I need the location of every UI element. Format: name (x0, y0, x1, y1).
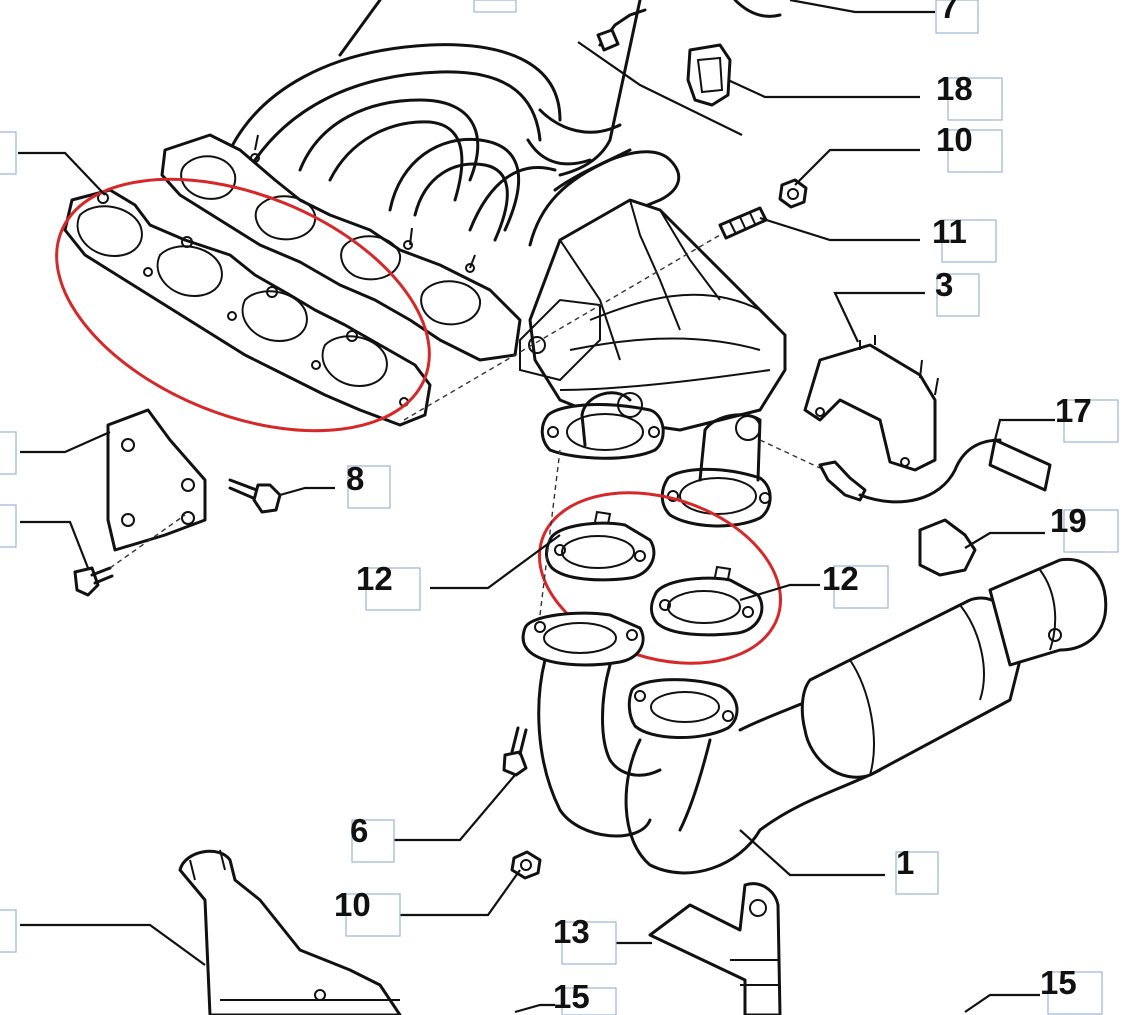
front-pipe-1 (521, 557, 1108, 875)
callout-11[interactable]: 11 (932, 213, 997, 263)
bracket-3 (803, 335, 939, 472)
catalytic-converter (519, 198, 787, 432)
callout-1-label: 1 (896, 844, 914, 881)
gasket-12-right (650, 565, 764, 637)
callout-6[interactable]: 6 (350, 812, 395, 863)
callout-17[interactable]: 17 (1055, 392, 1119, 443)
callout-10-top[interactable]: 10 (936, 121, 1003, 173)
leader-lines (18, 0, 1055, 1014)
callout-15-bottom-center[interactable]: 15 (553, 978, 617, 1015)
sensor-top (596, 0, 782, 52)
intake-runners (228, 0, 642, 242)
callout-8[interactable]: 8 (346, 460, 391, 509)
callout-13-label: 13 (553, 913, 590, 950)
callout-10-bottom-label: 10 (334, 886, 371, 923)
oxygen-sensor-17 (818, 438, 1052, 504)
callout-8-label: 8 (346, 460, 364, 497)
callout-15-bottom-right-label: 15 (1040, 964, 1077, 1001)
callout-box-cutoff-left-3 (0, 504, 17, 548)
clip-19 (918, 518, 977, 577)
callout-13[interactable]: 13 (553, 913, 617, 965)
callout-11-label: 11 (932, 213, 967, 250)
gasket-highlight-ring (55, 177, 431, 433)
callout-17-label: 17 (1055, 392, 1092, 429)
manifold-gasket (63, 188, 432, 427)
callout-box-cutoff-left-4 (0, 909, 17, 953)
clamp-18 (686, 43, 732, 107)
bolt-6 (502, 726, 528, 777)
callout-7[interactable]: 7 (935, 0, 979, 34)
callout-15-bottom-center-label: 15 (553, 978, 590, 1015)
support-bracket-plate (106, 408, 207, 552)
lower-bracket-left (178, 849, 402, 1015)
nut-10-top (778, 178, 808, 209)
callout-box-cutoff-left-2 (0, 431, 17, 475)
callout-10-bottom[interactable]: 10 (334, 886, 401, 937)
callout-18[interactable]: 18 (936, 70, 1003, 121)
callout-15-bottom-right[interactable]: 15 (1040, 964, 1103, 1015)
callout-12-right-label: 12 (822, 560, 859, 597)
callout-12-left[interactable]: 12 (356, 560, 421, 611)
callout-12-right[interactable]: 12 (822, 560, 889, 609)
callout-12-left-label: 12 (356, 560, 393, 597)
callout-6-label: 6 (350, 812, 368, 849)
callout-box-cutoff-left-1 (0, 131, 17, 175)
bolt-8 (228, 478, 282, 514)
gasket-12-left (545, 510, 656, 582)
callout-19-label: 19 (1050, 502, 1087, 539)
callout-box-cutoff-top (473, 0, 517, 13)
callout-19[interactable]: 19 (1050, 502, 1119, 553)
stud-11 (718, 206, 768, 240)
callout-3-label: 3 (935, 266, 953, 303)
bolt-left (73, 566, 114, 597)
bracket-13 (648, 882, 782, 1015)
callout-18-label: 18 (936, 70, 973, 107)
assembly-dashed-lines (109, 234, 821, 616)
callout-3[interactable]: 3 (935, 266, 980, 317)
callout-1[interactable]: 1 (895, 844, 939, 895)
callout-7-label: 7 (940, 0, 958, 25)
converter-outlet-flanges (540, 391, 772, 528)
callout-10-top-label: 10 (936, 121, 973, 158)
